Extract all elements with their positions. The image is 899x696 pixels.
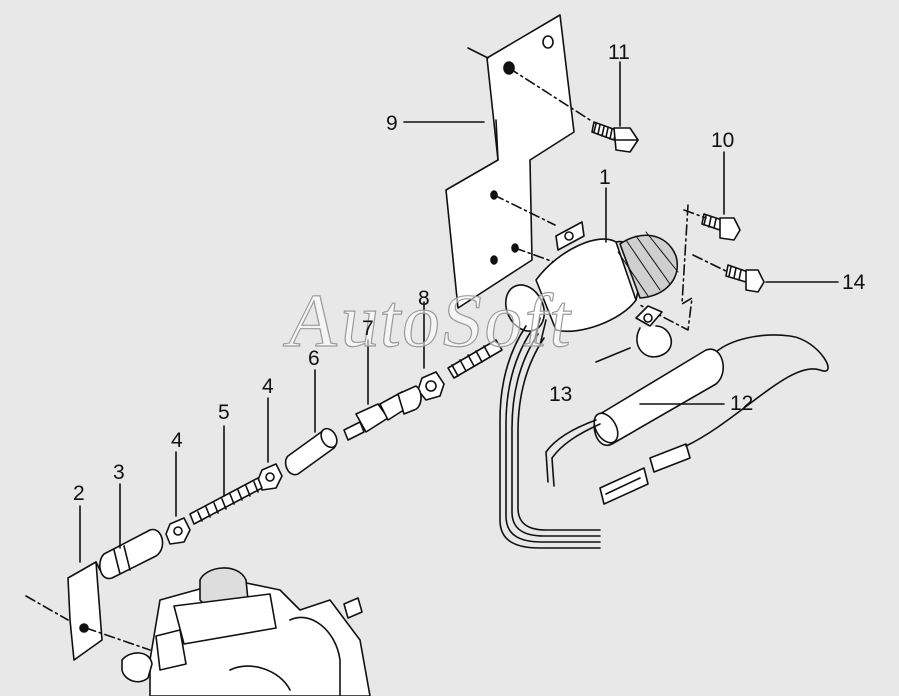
callout-8: 8 <box>418 287 430 310</box>
callout-12: 12 <box>730 392 754 415</box>
part-11-bolt <box>591 121 639 153</box>
callout-4-upper: 4 <box>262 375 274 398</box>
part-3-clevis <box>99 483 164 580</box>
callout-11: 11 <box>608 41 630 64</box>
part-10-bolt <box>701 213 741 241</box>
callout-1: 1 <box>599 166 611 189</box>
part-7-fitting <box>343 339 422 441</box>
part-4-nut-upper <box>257 397 283 491</box>
callout-5: 5 <box>218 401 230 424</box>
fuel-pump-body <box>121 567 371 696</box>
part-2-lever <box>25 505 151 661</box>
callout-10: 10 <box>711 129 735 152</box>
part-13-clip <box>595 305 673 363</box>
part-12-capacitor <box>545 348 725 487</box>
part-1-solenoid <box>504 221 679 346</box>
part-5-threaded-rod <box>189 425 263 525</box>
wire-harness <box>499 325 829 549</box>
callout-9: 9 <box>386 112 398 135</box>
callout-13: 13 <box>549 383 573 406</box>
callout-4-lower: 4 <box>171 429 183 452</box>
part-8-nut-stud <box>417 301 503 401</box>
part-4-nut-lower <box>165 451 191 545</box>
callout-6: 6 <box>308 347 320 370</box>
part-6-sleeve <box>284 369 338 476</box>
part-9-bracket <box>445 14 591 309</box>
part-14-bolt <box>725 264 839 293</box>
callout-14: 14 <box>842 271 866 294</box>
callout-7: 7 <box>362 317 374 340</box>
callout-2: 2 <box>73 482 85 505</box>
callout-3: 3 <box>113 461 125 484</box>
